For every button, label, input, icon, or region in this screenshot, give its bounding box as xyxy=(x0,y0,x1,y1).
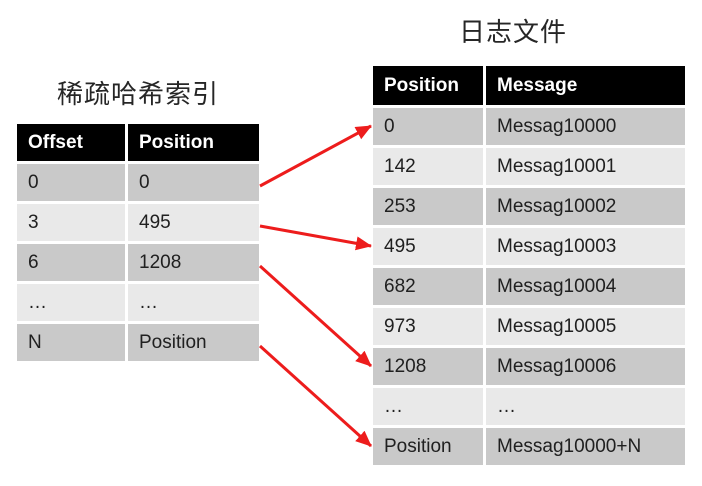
column-header: Position xyxy=(128,124,259,161)
table-cell: Messag10002 xyxy=(486,188,685,225)
table-cell: 973 xyxy=(373,308,483,345)
table-cell: … xyxy=(128,284,259,321)
column-header: Message xyxy=(486,66,685,105)
table-cell: N xyxy=(17,324,125,361)
table-cell: 1208 xyxy=(128,244,259,281)
table-cell: Messag10001 xyxy=(486,148,685,185)
table-cell: 6 xyxy=(17,244,125,281)
flow-arrow xyxy=(259,124,372,188)
flow-arrow xyxy=(258,264,373,368)
table-cell: 0 xyxy=(128,164,259,201)
index-table-title: 稀疏哈希索引 xyxy=(56,79,219,109)
column-header: Offset xyxy=(17,124,125,161)
table-cell: Messag10005 xyxy=(486,308,685,345)
table-cell: Position xyxy=(128,324,259,361)
table-cell: … xyxy=(373,388,483,425)
table-cell: Messag10006 xyxy=(486,348,685,385)
table-cell: Messag10000 xyxy=(486,108,685,145)
flow-arrow xyxy=(259,224,372,251)
table-cell: 1208 xyxy=(373,348,483,385)
table-cell: Messag10003 xyxy=(486,228,685,265)
table-cell: 3 xyxy=(17,204,125,241)
table-cell: 0 xyxy=(373,108,483,145)
table-cell: 495 xyxy=(373,228,483,265)
table-cell: … xyxy=(17,284,125,321)
table-cell: 495 xyxy=(128,204,259,241)
table-cell: Position xyxy=(373,428,483,465)
table-cell: … xyxy=(486,388,685,425)
column-header: Position xyxy=(373,66,483,105)
table-cell: 682 xyxy=(373,268,483,305)
table-cell: 253 xyxy=(373,188,483,225)
log-table-title: 日志文件 xyxy=(458,17,567,47)
table-cell: Messag10004 xyxy=(486,268,685,305)
flow-arrow xyxy=(258,344,373,448)
table-cell: 0 xyxy=(17,164,125,201)
table-cell: Messag10000+N xyxy=(486,428,685,465)
table-cell: 142 xyxy=(373,148,483,185)
